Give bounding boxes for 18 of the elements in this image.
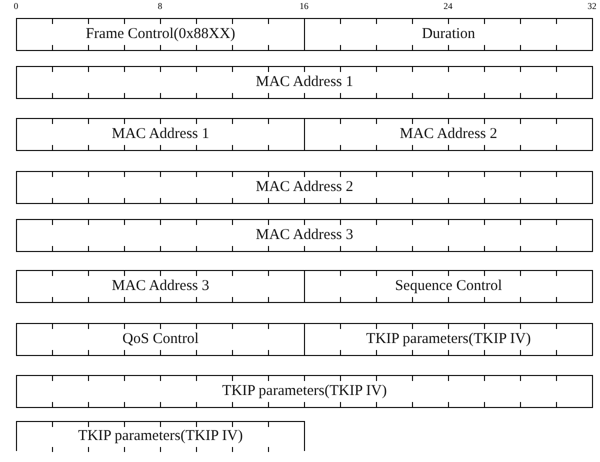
header-field: MAC Address 2	[304, 118, 593, 151]
header-field: TKIP parameters(TKIP IV)	[304, 323, 593, 356]
header-field: QoS Control	[16, 323, 305, 356]
header-field: Sequence Control	[304, 270, 593, 303]
header-field: MAC Address 2	[16, 171, 593, 204]
header-field: MAC Address 3	[16, 270, 305, 303]
header-field: Frame Control(0x88XX)	[16, 18, 305, 51]
header-field: MAC Address 3	[16, 219, 593, 252]
header-field: Duration	[304, 18, 593, 51]
bit-position-label: 8	[158, 1, 162, 11]
header-field: TKIP parameters(TKIP IV)	[16, 375, 593, 408]
bit-position-label: 16	[300, 1, 308, 11]
header-field: MAC Address 1	[16, 118, 305, 151]
header-field: TKIP parameters(TKIP IV)	[16, 421, 305, 451]
header-field: MAC Address 1	[16, 66, 593, 99]
bit-position-label: 24	[444, 1, 452, 11]
bit-position-label: 0	[14, 1, 18, 11]
bit-position-label: 32	[588, 1, 596, 11]
